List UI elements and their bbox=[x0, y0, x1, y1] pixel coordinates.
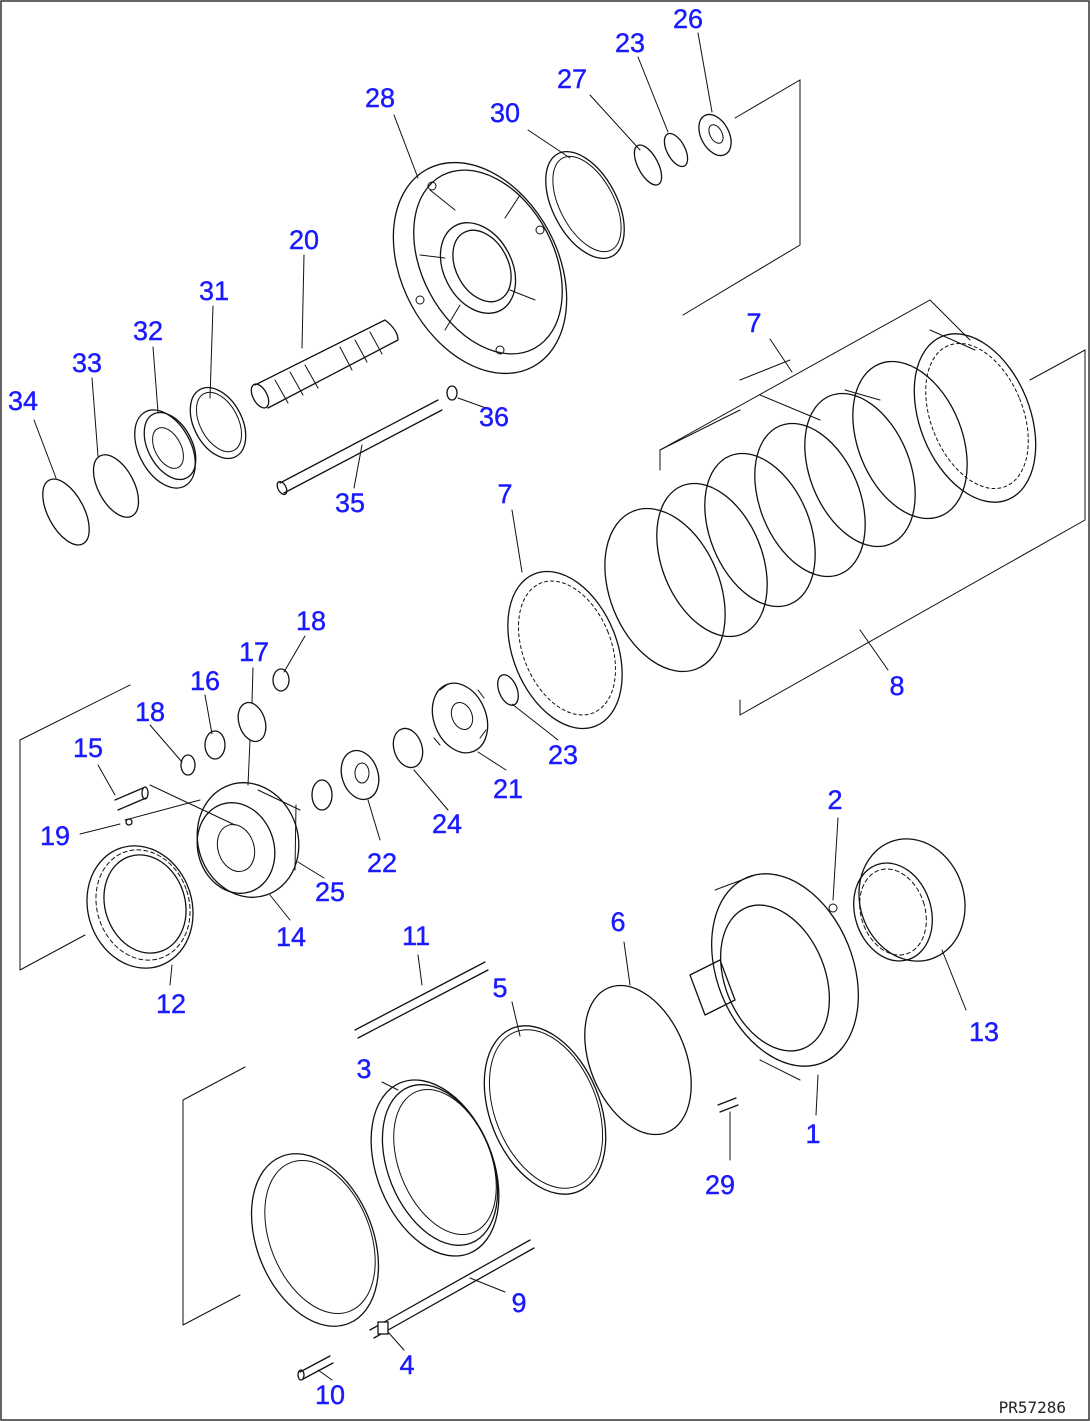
leader-lines bbox=[33, 32, 967, 1381]
part-6-seal-ring bbox=[584, 984, 692, 1136]
callout-18-upper: 18 bbox=[296, 606, 326, 636]
callout-25: 25 bbox=[315, 877, 345, 907]
callout-23-lower: 23 bbox=[548, 740, 578, 770]
callout-17: 17 bbox=[239, 637, 269, 667]
part-26-bearing bbox=[698, 113, 732, 157]
part-5-seal-ring bbox=[483, 1025, 607, 1195]
callout-33: 33 bbox=[72, 348, 102, 378]
upper-assembly bbox=[42, 79, 801, 546]
callout-30: 30 bbox=[490, 98, 520, 128]
callout-23-upper: 23 bbox=[615, 28, 645, 58]
callout-15: 15 bbox=[73, 733, 103, 763]
callout-10: 10 bbox=[315, 1380, 345, 1410]
callout-24: 24 bbox=[432, 809, 462, 839]
part-30-ring bbox=[545, 150, 625, 260]
callout-36: 36 bbox=[479, 402, 509, 432]
drawing-code: PR57286 bbox=[999, 1398, 1066, 1417]
callout-29: 29 bbox=[705, 1170, 735, 1200]
callout-labels: 26 23 27 30 28 20 31 32 33 34 35 36 7 7 … bbox=[8, 4, 999, 1410]
housing-group bbox=[182, 838, 966, 1381]
callout-28: 28 bbox=[365, 83, 395, 113]
part-1-housing bbox=[689, 873, 859, 1081]
callout-31: 31 bbox=[199, 276, 229, 306]
part-18-washer-lower bbox=[180, 754, 196, 776]
part-36-washer bbox=[446, 385, 458, 401]
callout-19: 19 bbox=[40, 821, 70, 851]
callout-18-lower: 18 bbox=[135, 697, 165, 727]
part-12-ring-gear bbox=[86, 845, 194, 969]
part-29-pin bbox=[717, 1097, 739, 1113]
part-13-ring-gear bbox=[853, 838, 966, 962]
part-3-piston bbox=[370, 1079, 500, 1257]
planetary-group bbox=[19, 668, 424, 971]
callout-34: 34 bbox=[8, 386, 38, 416]
part-14-carrier bbox=[196, 782, 301, 898]
callout-12: 12 bbox=[156, 989, 186, 1019]
part-22-gear bbox=[340, 749, 380, 801]
part-35-bolt bbox=[276, 399, 443, 496]
callout-35: 35 bbox=[335, 488, 365, 518]
part-pressure-plate bbox=[250, 1153, 380, 1327]
part-17-planet-gear bbox=[237, 701, 267, 743]
callout-26: 26 bbox=[673, 4, 703, 34]
callout-4: 4 bbox=[399, 1350, 414, 1380]
part-24-bearing bbox=[392, 727, 424, 769]
callout-22: 22 bbox=[367, 848, 397, 878]
part-19-ball bbox=[125, 818, 133, 826]
part-11-shaft bbox=[354, 961, 489, 1039]
part-8-separator-plates bbox=[604, 333, 1037, 673]
callout-7-upper: 7 bbox=[746, 308, 761, 338]
part-28-carrier-plate bbox=[392, 161, 568, 375]
part-4-clip bbox=[377, 1321, 389, 1335]
callout-16: 16 bbox=[190, 666, 220, 696]
part-31-ring bbox=[189, 386, 247, 460]
part-7-friction-disc-lower bbox=[507, 570, 623, 730]
callout-7-lower: 7 bbox=[497, 479, 512, 509]
part-21-gear bbox=[431, 682, 489, 754]
part-20-shaft bbox=[250, 319, 399, 409]
callout-5: 5 bbox=[492, 973, 507, 1003]
part-18-washer-upper bbox=[272, 668, 290, 692]
part-10-bolt bbox=[297, 1355, 334, 1381]
part-9-rod bbox=[369, 1239, 535, 1339]
part-23-ring-upper bbox=[663, 132, 689, 168]
part-24-bearing-b bbox=[311, 779, 333, 811]
callout-6: 6 bbox=[610, 907, 625, 937]
part-16-needle-bearing bbox=[204, 730, 226, 760]
clutch-pack bbox=[431, 299, 1086, 754]
callout-32: 32 bbox=[133, 316, 163, 346]
callout-20: 20 bbox=[289, 225, 319, 255]
callout-21: 21 bbox=[493, 774, 523, 804]
part-33-ring bbox=[92, 454, 140, 518]
callout-3: 3 bbox=[356, 1054, 371, 1084]
callout-13: 13 bbox=[969, 1017, 999, 1047]
callout-9: 9 bbox=[511, 1288, 526, 1318]
part-32-bearing bbox=[134, 409, 197, 489]
callout-11: 11 bbox=[402, 921, 430, 951]
part-27-snap-ring bbox=[633, 144, 663, 186]
part-15-pin bbox=[114, 786, 149, 811]
callout-14: 14 bbox=[276, 922, 306, 952]
part-23-ring-lower bbox=[497, 674, 519, 706]
callout-8: 8 bbox=[889, 671, 904, 701]
part-34-ring bbox=[42, 478, 90, 546]
callout-2: 2 bbox=[827, 785, 842, 815]
callout-27: 27 bbox=[557, 64, 587, 94]
callout-1: 1 bbox=[805, 1119, 820, 1149]
